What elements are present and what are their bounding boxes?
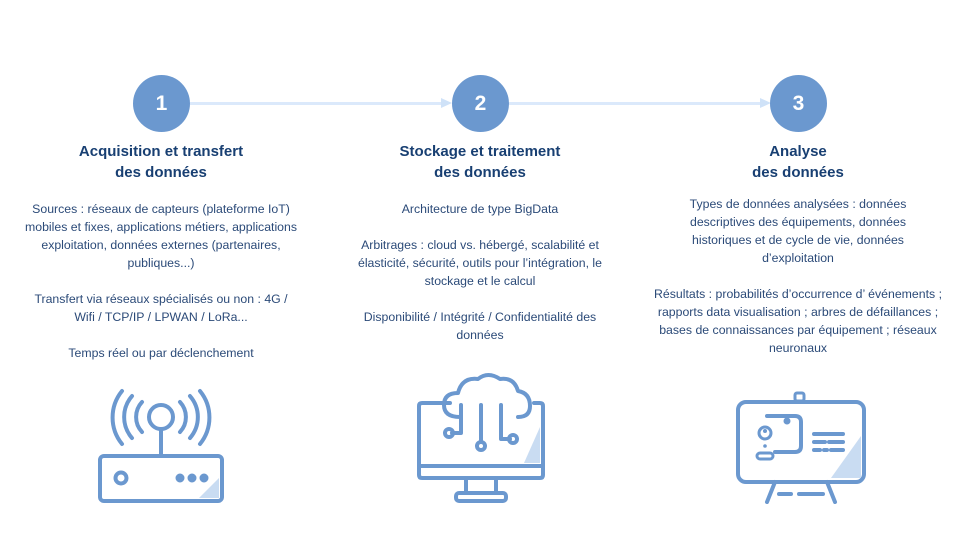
step-2-paragraph-security: Disponibilité / Intégrité / Confidential… bbox=[363, 310, 597, 342]
step-3-description: Types de données analysées : données des… bbox=[638, 195, 958, 357]
step-1-paragraph-sources: Sources : réseaux de capteurs (plateform… bbox=[24, 202, 298, 270]
step-3-paragraph-results: Résultats : probabilités d’occurrence d’… bbox=[654, 287, 942, 355]
step-3-badge: 3 bbox=[770, 75, 827, 132]
step-2-badge: 2 bbox=[452, 75, 509, 132]
connector-arrow-1-2 bbox=[190, 98, 452, 108]
arrowhead-icon bbox=[760, 98, 771, 108]
cloud-computer-icon bbox=[416, 369, 546, 505]
step-3-column: Analyse des données Types de données ana… bbox=[638, 141, 958, 375]
step-2-paragraph-tradeoffs: Arbitrages : cloud vs. hébergé, scalabil… bbox=[357, 238, 602, 288]
step-3-title-line1: Analyse bbox=[769, 143, 827, 160]
step-1-description: Sources : réseaux de capteurs (plateform… bbox=[1, 200, 321, 362]
step-2-title-line2: des données bbox=[434, 164, 526, 181]
presentation-board-icon bbox=[735, 390, 867, 504]
connector-arrow-2-3 bbox=[509, 98, 771, 108]
step-3-paragraph-data-types: Types de données analysées : données des… bbox=[689, 197, 907, 265]
wifi-router-icon bbox=[95, 388, 227, 506]
step-1-title: Acquisition et transfert des données bbox=[1, 141, 321, 183]
step-3-title-line2: des données bbox=[752, 164, 844, 181]
step-1-column: Acquisition et transfert des données Sou… bbox=[1, 141, 321, 380]
step-1-paragraph-timing: Temps réel ou par déclenchement bbox=[68, 346, 254, 360]
step-1-badge: 1 bbox=[133, 75, 190, 132]
step-2-paragraph-architecture: Architecture de type BigData bbox=[401, 202, 559, 216]
step-2-description: Architecture de type BigData Arbitrages … bbox=[320, 200, 640, 344]
step-2-title: Stockage et traitement des données bbox=[320, 141, 640, 183]
step-2-column: Stockage et traitement des données Archi… bbox=[320, 141, 640, 362]
step-2-title-line1: Stockage et traitement bbox=[399, 143, 561, 160]
arrowhead-icon bbox=[441, 98, 452, 108]
step-3-title: Analyse des données bbox=[638, 141, 958, 183]
step-1-paragraph-transfer: Transfert via réseaux spécialisés ou non… bbox=[34, 292, 288, 324]
step-1-title-line2: des données bbox=[115, 164, 207, 181]
step-1-title-line1: Acquisition et transfert bbox=[78, 143, 244, 160]
